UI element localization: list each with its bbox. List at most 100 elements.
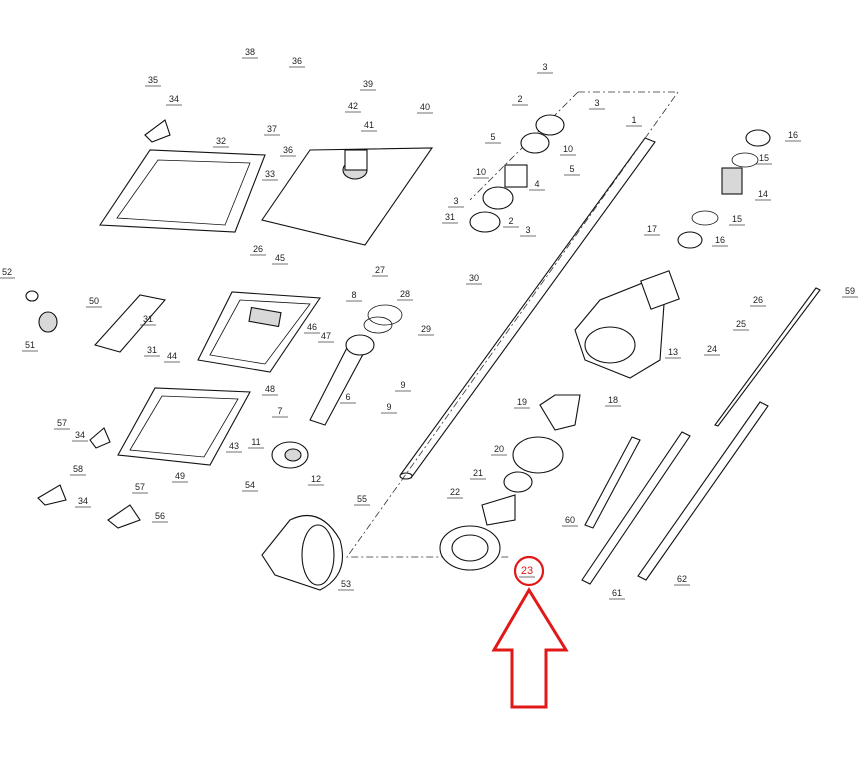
callout-2: 2 xyxy=(517,94,522,104)
callout-3: 3 xyxy=(594,98,599,108)
part-60-rod xyxy=(584,436,641,529)
callout-62: 62 xyxy=(677,574,687,584)
part-19-22-clutch-assembly xyxy=(481,394,581,526)
callout-16: 16 xyxy=(715,235,725,245)
callout-14: 14 xyxy=(758,189,768,199)
callout-60: 60 xyxy=(565,515,575,525)
callout-28: 28 xyxy=(400,289,410,299)
callout-1: 1 xyxy=(631,115,636,125)
callout-18: 18 xyxy=(608,395,618,405)
highlight-circle xyxy=(513,555,545,587)
callout-5: 5 xyxy=(569,164,574,174)
part-6-shaft-assembly xyxy=(309,304,403,426)
callout-49: 49 xyxy=(175,471,185,481)
callout-20: 20 xyxy=(494,444,504,454)
callout-22: 22 xyxy=(450,487,460,497)
part-14-bearing-stack xyxy=(677,129,771,249)
callout-9: 9 xyxy=(386,402,391,412)
callout-2: 2 xyxy=(508,216,513,226)
part-56-clamp xyxy=(107,504,141,529)
callout-3: 3 xyxy=(453,196,458,206)
part-23-flange xyxy=(439,525,501,571)
part-43-gasket xyxy=(117,387,251,466)
callout-42: 42 xyxy=(348,101,358,111)
callout-15: 15 xyxy=(732,214,742,224)
callout-27: 27 xyxy=(375,265,385,275)
part-32-gasket xyxy=(99,149,266,233)
callout-29: 29 xyxy=(421,324,431,334)
callout-9: 9 xyxy=(400,380,405,390)
callout-35: 35 xyxy=(148,75,158,85)
callout-11: 11 xyxy=(251,437,260,447)
callout-23: 23 xyxy=(521,565,533,577)
callout-19: 19 xyxy=(517,397,527,407)
callout-26: 26 xyxy=(753,295,763,305)
callout-32: 32 xyxy=(216,136,226,146)
callout-46: 46 xyxy=(307,322,317,332)
callout-10: 10 xyxy=(476,167,486,177)
callout-39: 39 xyxy=(363,79,373,89)
callout-5: 5 xyxy=(490,132,495,142)
callout-24: 24 xyxy=(707,344,717,354)
callout-36: 36 xyxy=(292,56,302,66)
callout-50: 50 xyxy=(89,296,99,306)
callout-59: 59 xyxy=(845,286,855,296)
part-50-bracket xyxy=(25,290,167,353)
callout-31: 31 xyxy=(147,345,157,355)
callout-3: 3 xyxy=(525,225,530,235)
callout-55: 55 xyxy=(357,494,367,504)
callout-17: 17 xyxy=(647,224,657,234)
callout-6: 6 xyxy=(345,392,350,402)
callout-34: 34 xyxy=(78,496,88,506)
callout-41: 41 xyxy=(364,120,374,130)
part-61-rod xyxy=(581,431,691,585)
callout-3: 3 xyxy=(542,62,547,72)
callout-40: 40 xyxy=(420,102,430,112)
part-62-rod xyxy=(637,401,769,581)
callout-57: 57 xyxy=(135,482,145,492)
part-2-gear-assembly xyxy=(469,114,565,233)
callout-34: 34 xyxy=(169,94,179,104)
part-13-gearbox-housing xyxy=(574,270,680,379)
callout-21: 21 xyxy=(473,468,483,478)
callout-54: 54 xyxy=(245,480,255,490)
part-33-cover-plate xyxy=(261,147,434,246)
callout-33: 33 xyxy=(265,169,275,179)
callout-26: 26 xyxy=(253,244,263,254)
callout-36: 36 xyxy=(283,145,293,155)
callout-37: 37 xyxy=(267,124,277,134)
callout-labels: 1223333455678991010111213141515161617181… xyxy=(0,47,858,600)
callout-44: 44 xyxy=(167,351,177,361)
callout-56: 56 xyxy=(155,511,165,521)
callout-16: 16 xyxy=(788,130,798,140)
callout-58: 58 xyxy=(73,464,83,474)
part-44-housing-cover xyxy=(197,291,321,373)
part-11-bearing xyxy=(271,441,309,469)
callout-48: 48 xyxy=(265,384,275,394)
part-53-housing xyxy=(261,515,344,591)
callout-43: 43 xyxy=(229,441,239,451)
callout-57: 57 xyxy=(57,418,67,428)
callout-13: 13 xyxy=(668,347,678,357)
callout-30: 30 xyxy=(469,273,479,283)
callout-31: 31 xyxy=(445,212,455,222)
callout-52: 52 xyxy=(2,267,12,277)
part-59-rod xyxy=(714,287,821,427)
callout-4: 4 xyxy=(534,179,539,189)
callout-15: 15 xyxy=(759,153,769,163)
callout-53: 53 xyxy=(341,579,351,589)
callout-38: 38 xyxy=(245,47,255,57)
callout-51: 51 xyxy=(25,340,35,350)
callout-25: 25 xyxy=(736,319,746,329)
callout-61: 61 xyxy=(612,588,622,598)
highlight-arrow xyxy=(491,587,569,709)
callout-45: 45 xyxy=(275,253,285,263)
callout-7: 7 xyxy=(277,406,282,416)
part-34-clamps xyxy=(37,119,171,506)
callout-8: 8 xyxy=(351,290,356,300)
part-1-shaft xyxy=(399,137,656,480)
callout-31: 31 xyxy=(143,314,153,324)
callout-34: 34 xyxy=(75,430,85,440)
callout-10: 10 xyxy=(563,144,573,154)
